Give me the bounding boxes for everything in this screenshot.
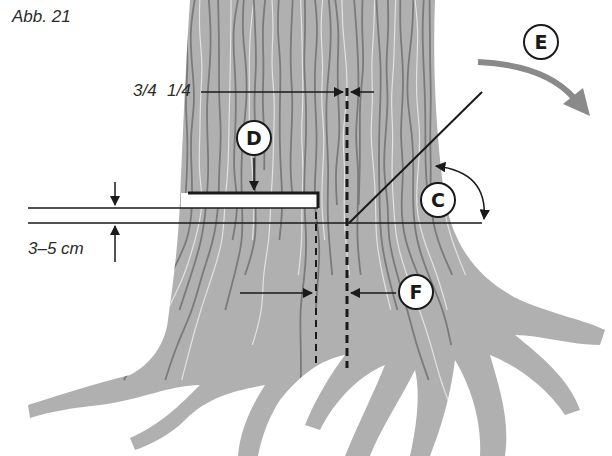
callout-circle: D [236,120,272,156]
bark-streak [359,0,363,205]
bark-streak [225,0,246,310]
bark-streak [298,0,303,275]
felling-direction-arrow [478,62,574,98]
bark-streak [430,0,453,275]
bark-streak [443,0,465,275]
dimension-label: 3–5 cm [28,240,84,259]
notch-depth-guide [346,88,349,368]
callout-circle: E [523,24,559,60]
bark-streak [185,0,187,205]
dimension-label: 3/4 [133,82,157,101]
back-cut-level [28,207,318,209]
notch-roof [349,92,482,223]
dimension-arrow [351,292,396,294]
dimension-arrow [351,91,374,93]
callout-letter: D [246,129,262,148]
dimension-arrow [201,91,343,93]
bark-streak [182,0,231,380]
callout-letter: C [431,191,445,210]
callout-letter: F [410,283,423,302]
bark-streak [140,0,180,310]
bark-streak [300,0,306,380]
bark-streak [124,0,196,380]
callout-letter: E [535,33,548,52]
bark-streak [423,0,429,205]
leader-arrow [253,158,255,190]
dimension-arrow [240,292,312,294]
tree-trunk [28,0,605,456]
dimension-arrow [114,226,116,262]
back-cut-line [188,193,318,208]
hinge-guide [315,212,317,365]
bark-streak [291,0,294,205]
callout-circle: C [420,182,456,218]
dimension-arrow [114,182,116,205]
bark-streak [326,0,332,275]
back-cut-kerf [181,193,318,208]
dimension-label: 1/4 [167,82,191,101]
bark-streak [321,0,325,240]
notch-floor [28,222,482,224]
figure-number: Abb. 21 [12,8,71,27]
felling-direction-head [563,88,590,116]
bark-streak [167,0,201,310]
callout-circle: F [398,274,434,310]
bark-streak [165,0,220,380]
bark-streak [335,0,340,205]
